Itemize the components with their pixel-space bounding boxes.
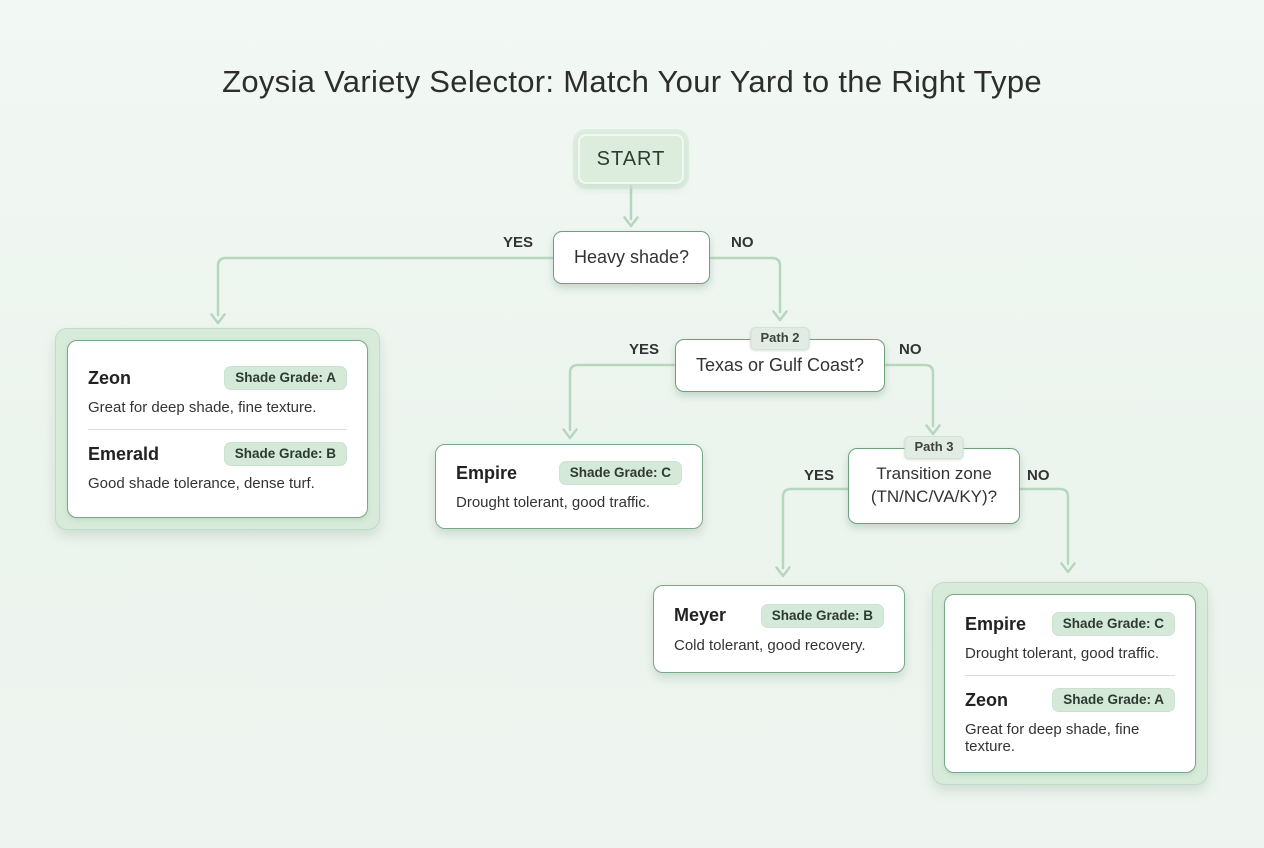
path-2-tag: Path 2 xyxy=(750,327,810,350)
variety-name: Empire xyxy=(456,462,518,483)
decision-texas-gulf: Path 2 Texas or Gulf Coast? xyxy=(675,327,885,392)
result-card-southeast: Empire Shade Grade: C Drought tolerant, … xyxy=(932,582,1208,785)
variety-entry: Zeon Shade Grade: A xyxy=(88,366,347,390)
variety-description: Drought tolerant, good traffic. xyxy=(456,494,651,511)
variety-name: Meyer xyxy=(674,605,727,625)
arrowhead-d1-yes xyxy=(210,313,226,325)
entry-divider xyxy=(88,429,347,430)
arrow-d3-yes xyxy=(781,487,850,570)
arrow-d1-no xyxy=(708,256,782,314)
result-card-heavy-shade: Zeon Shade Grade: A Great for deep shade… xyxy=(55,328,380,530)
result-card-gulf-coast: Empire Shade Grade: C Drought tolerant, … xyxy=(435,444,703,529)
label-d1-no: NO xyxy=(731,234,754,251)
variety-name: Empire xyxy=(965,613,1027,634)
variety-description: Great for deep shade, fine texture. xyxy=(88,399,317,416)
arrow-d1-yes xyxy=(216,256,555,317)
shade-grade-badge: Shade Grade: B xyxy=(223,442,347,466)
result-card-transition-zone: Meyer Shade Grade: B Cold tolerant, good… xyxy=(653,585,905,673)
arrowhead-start-to-d1 xyxy=(623,216,639,228)
arrowhead-d3-yes xyxy=(775,566,791,578)
variety-entry: Zeon Shade Grade: A xyxy=(965,688,1175,712)
variety-description: Drought tolerant, good traffic. xyxy=(965,645,1160,662)
arrowhead-d2-yes xyxy=(562,428,578,440)
variety-description: Great for deep shade, fine texture. xyxy=(965,721,1140,755)
entry-divider xyxy=(965,675,1175,676)
shade-grade-badge: Shade Grade: C xyxy=(1051,612,1175,636)
arrowhead-d2-no xyxy=(925,424,941,436)
arrowhead-d3-no xyxy=(1060,562,1076,574)
path-3-tag: Path 3 xyxy=(904,436,964,459)
variety-description: Cold tolerant, good recovery. xyxy=(674,636,866,654)
decision-transition-zone: Path 3 Transition zone (TN/NC/VA/KY)? xyxy=(848,436,1020,524)
start-node: START xyxy=(578,134,684,184)
decision-transition-zone-question: Transition zone (TN/NC/VA/KY)? xyxy=(870,464,998,506)
shade-grade-badge: Shade Grade: A xyxy=(1052,688,1175,712)
arrowhead-d1-no xyxy=(772,310,788,322)
result-card-southeast-inner: Empire Shade Grade: C Drought tolerant, … xyxy=(944,594,1196,773)
page-title: Zoysia Variety Selector: Match Your Yard… xyxy=(222,64,1042,99)
arrow-d2-yes xyxy=(568,363,677,432)
decision-heavy-shade-question: Heavy shade? xyxy=(573,247,690,268)
decision-heavy-shade: Heavy shade? xyxy=(553,231,710,284)
label-d3-yes: YES xyxy=(804,467,835,484)
shade-grade-badge: Shade Grade: B xyxy=(760,603,884,628)
label-d2-yes: YES xyxy=(629,341,660,358)
shade-grade-badge: Shade Grade: A xyxy=(224,366,347,390)
variety-name: Emerald xyxy=(88,443,160,464)
variety-entry: Empire Shade Grade: C xyxy=(456,461,682,485)
variety-name: Zeon xyxy=(88,367,131,388)
start-label: START xyxy=(596,147,666,170)
variety-entry: Empire Shade Grade: C xyxy=(965,612,1175,636)
result-card-heavy-shade-inner: Zeon Shade Grade: A Great for deep shade… xyxy=(67,340,368,518)
label-d1-yes: YES xyxy=(503,234,534,251)
decision-texas-gulf-question: Texas or Gulf Coast? xyxy=(695,355,865,376)
shade-grade-badge: Shade Grade: C xyxy=(558,461,682,485)
label-d3-no: NO xyxy=(1027,467,1050,484)
variety-description: Good shade tolerance, dense turf. xyxy=(88,475,315,492)
variety-entry: Emerald Shade Grade: B xyxy=(88,442,347,466)
arrow-d3-no xyxy=(1016,487,1070,566)
variety-entry: Meyer Shade Grade: B xyxy=(674,603,884,628)
arrow-d2-no xyxy=(883,363,935,428)
label-d2-no: NO xyxy=(899,341,922,358)
variety-name: Zeon xyxy=(965,689,1008,710)
